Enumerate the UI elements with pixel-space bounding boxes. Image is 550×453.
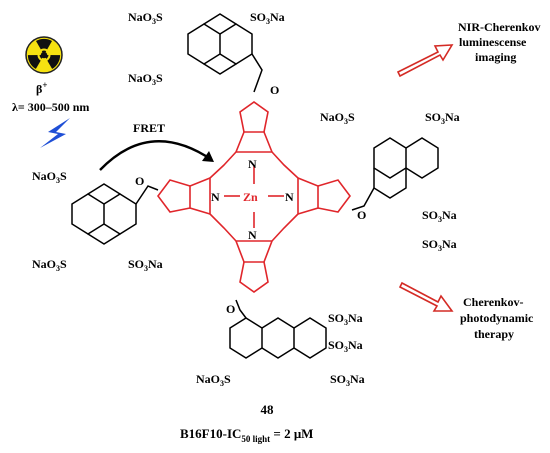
imaging-line2: luminescense	[459, 35, 527, 49]
beta-label: β+	[36, 80, 47, 96]
fret-arrowhead	[202, 151, 214, 162]
fret-arrow	[99, 140, 213, 171]
bottom-pyrene-top-sulfonate: SO3Na	[328, 311, 363, 327]
top-pyrene-right-sulfonate: SO3Na	[250, 10, 285, 26]
right-pyrene-left-sulfonate: NaO3S	[320, 110, 355, 126]
top-pyrene-left-sulfonate: NaO3S	[128, 10, 163, 26]
therapy-arrow	[398, 281, 454, 312]
left-pyrene-bottom-sulfonate: NaO3S	[32, 257, 67, 273]
oxygen-bottom: O	[226, 302, 235, 316]
right-pyrene-right-sulfonate: SO3Na	[425, 110, 460, 126]
oxygen-left: O	[135, 174, 144, 188]
activity-value: B16F10-IC50 light = 2 μM	[180, 426, 313, 444]
fret-label: FRET	[133, 121, 165, 135]
pyrene-right	[351, 137, 439, 211]
right-pyrene-bottom-sulfonate: SO3Na	[422, 208, 457, 224]
zinc-phthalocyanine-core	[157, 101, 351, 293]
therapy-line1: Cherenkov-	[463, 295, 523, 309]
bottom-pyrene-mid-sulfonate: SO3Na	[328, 338, 363, 354]
pyrene-top	[187, 13, 263, 93]
wavelength-label: λ= 300–500 nm	[12, 100, 89, 114]
pyrene-bottom	[229, 299, 327, 359]
left-pyrene-right-sulfonate: SO3Na	[128, 257, 163, 273]
pyrene-left	[71, 183, 159, 245]
top-pyrene-lower-sulfonate: NaO3S	[128, 71, 163, 87]
nitrogen-top: N	[248, 157, 257, 171]
zinc-center: Zn	[243, 190, 258, 204]
oxygen-right: O	[357, 208, 366, 222]
nitrogen-bottom: N	[248, 228, 257, 242]
nitrogen-right: N	[285, 190, 294, 204]
bottom-pyrene-right-sulfonate: SO3Na	[330, 372, 365, 388]
lightning-bolt-icon	[40, 118, 70, 148]
radiation-hazard-icon	[25, 36, 63, 74]
therapy-line2: photodynamic	[460, 311, 534, 325]
right-pyrene-lower-sulfonate: SO3Na	[422, 237, 457, 253]
imaging-line1: NIR-Cherenkov	[458, 20, 540, 34]
imaging-arrow	[396, 44, 454, 78]
bottom-pyrene-left-sulfonate: NaO3S	[196, 372, 231, 388]
nitrogen-left: N	[211, 190, 220, 204]
left-pyrene-top-sulfonate: NaO3S	[32, 169, 67, 185]
oxygen-top: O	[270, 83, 279, 97]
compound-number: 48	[261, 402, 275, 417]
therapy-line3: therapy	[474, 327, 514, 341]
imaging-line3: imaging	[475, 50, 516, 64]
